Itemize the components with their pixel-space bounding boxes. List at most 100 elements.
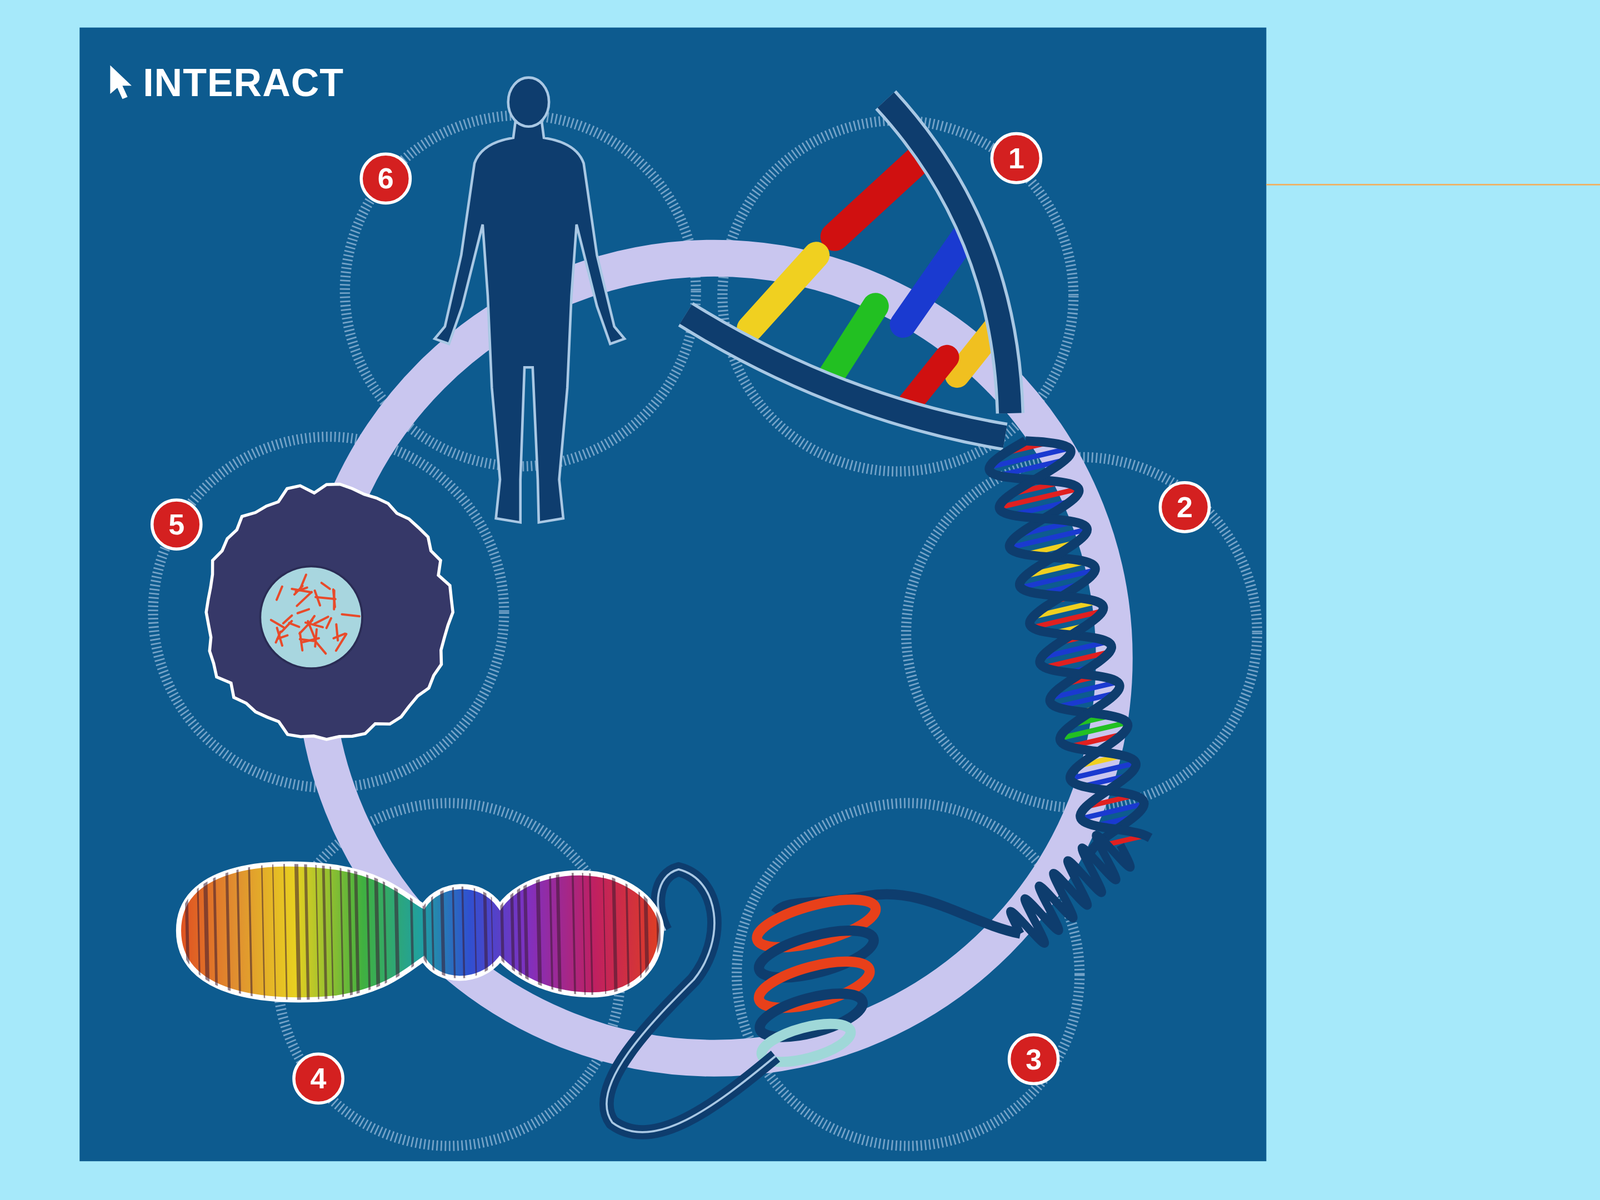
chromosome-band <box>500 857 504 1011</box>
dna-ladder <box>685 100 1010 437</box>
chromosome-band <box>613 857 617 1011</box>
interact-heading: INTERACT <box>142 63 344 103</box>
base-pair <box>834 155 924 237</box>
chromosome-band <box>441 857 445 1011</box>
base-pair <box>750 255 817 329</box>
chromosome-band <box>473 857 478 1011</box>
chromosome-band <box>205 857 209 1011</box>
chromosome-band <box>589 857 593 1011</box>
chromosome-fragment <box>283 615 292 624</box>
callout-number: 2 <box>1176 492 1193 522</box>
cell <box>206 483 453 739</box>
chromosome-band <box>645 857 649 1011</box>
chromosome-band <box>248 857 253 1011</box>
chromosome-fragment <box>291 588 312 593</box>
callout-circle <box>361 153 410 203</box>
callout-circles <box>152 133 1210 1104</box>
callout-number: 4 <box>310 1063 327 1093</box>
chromosome-band <box>524 857 528 1011</box>
chromosome-band <box>483 857 488 1011</box>
body-silhouette <box>434 122 625 523</box>
chromosome-fragment <box>336 624 338 641</box>
chromosome-band <box>237 857 241 1011</box>
human-figure <box>434 77 625 523</box>
chromosome-band <box>431 857 435 1011</box>
base-pair <box>910 357 947 404</box>
chromosome-band <box>582 857 586 1011</box>
chromosome-band <box>305 857 309 1011</box>
chromosome-band <box>323 857 327 1011</box>
chromosome-band <box>366 857 370 1011</box>
chromosome-band <box>383 857 387 1011</box>
panel <box>79 27 1267 1162</box>
chromosome-band <box>638 857 642 1011</box>
chromosome-bands <box>185 857 660 1011</box>
chromosome-band <box>395 857 399 1011</box>
chromosome-band <box>657 857 661 1011</box>
chromosome-band <box>315 857 319 1011</box>
chromosome-fragment <box>336 633 347 651</box>
chromosome <box>178 857 662 1011</box>
chromosome-fragment <box>296 592 312 607</box>
chromosome-band <box>461 857 465 1011</box>
dna-backbone <box>885 100 1010 414</box>
chromosome-band <box>348 857 352 1011</box>
chromosome-fragment <box>297 609 309 614</box>
chromosome-band <box>375 857 379 1011</box>
chromosome-band <box>410 857 414 1011</box>
chromosome-band <box>517 857 522 1011</box>
chromosome-band <box>511 857 515 1011</box>
chromosome-band <box>626 857 630 1011</box>
chromosome-band <box>185 857 189 1011</box>
chromosome-fragment <box>314 616 329 624</box>
cursor-icon <box>110 65 132 100</box>
backbone-edge <box>885 100 1010 414</box>
callout-number: 3 <box>1025 1045 1042 1074</box>
chromosome-band <box>602 857 607 1011</box>
chromosome-fragment <box>321 582 330 589</box>
chromosome-band <box>340 857 344 1011</box>
chromosome-band <box>226 857 230 1011</box>
callout-number: 1 <box>1008 143 1025 173</box>
chromosome-band <box>283 857 288 1011</box>
chromosome-fragment <box>288 622 299 627</box>
backbone-edge <box>685 314 1005 437</box>
dashed-ring <box>153 436 505 788</box>
base-pair <box>828 306 875 380</box>
chromosome-band <box>272 857 277 1011</box>
chromosome-band <box>355 857 359 1011</box>
chromosome-band <box>197 857 201 1011</box>
chromosome-fragment <box>300 574 307 590</box>
ribbon <box>775 894 1021 934</box>
chromosome-band <box>423 857 427 1011</box>
callout-number: 6 <box>377 163 394 193</box>
chromosome-fragment <box>315 590 320 606</box>
callout-number: 5 <box>168 510 185 539</box>
nucleus <box>260 566 363 669</box>
helix-strand <box>999 440 1150 838</box>
chromosome-band <box>572 857 576 1011</box>
base-pair <box>903 236 965 325</box>
chromosome-fragment <box>341 614 359 617</box>
chromosome-fragment <box>276 586 283 600</box>
chromosome-band <box>452 857 456 1011</box>
callout-circle <box>152 500 202 549</box>
chromatin-coil <box>606 869 1021 1133</box>
dashed-ring <box>736 803 1080 1147</box>
chromosome-fragment <box>326 618 332 629</box>
chromosome-band <box>213 857 218 1011</box>
chromosome-band <box>557 857 561 1011</box>
callout-circle <box>1009 1034 1059 1084</box>
chromosome-band <box>537 857 541 1011</box>
chromosome-band <box>490 857 494 1011</box>
dna-backbone <box>685 314 1005 437</box>
rule-line <box>1266 183 1600 186</box>
helix-strand <box>989 440 1145 852</box>
callout-circle <box>1160 482 1209 532</box>
chromosome-band <box>261 857 265 1011</box>
head-silhouette <box>508 77 549 127</box>
double-helix <box>988 440 1150 944</box>
cell-membrane <box>206 483 453 739</box>
dashed-rings <box>153 115 1258 1147</box>
